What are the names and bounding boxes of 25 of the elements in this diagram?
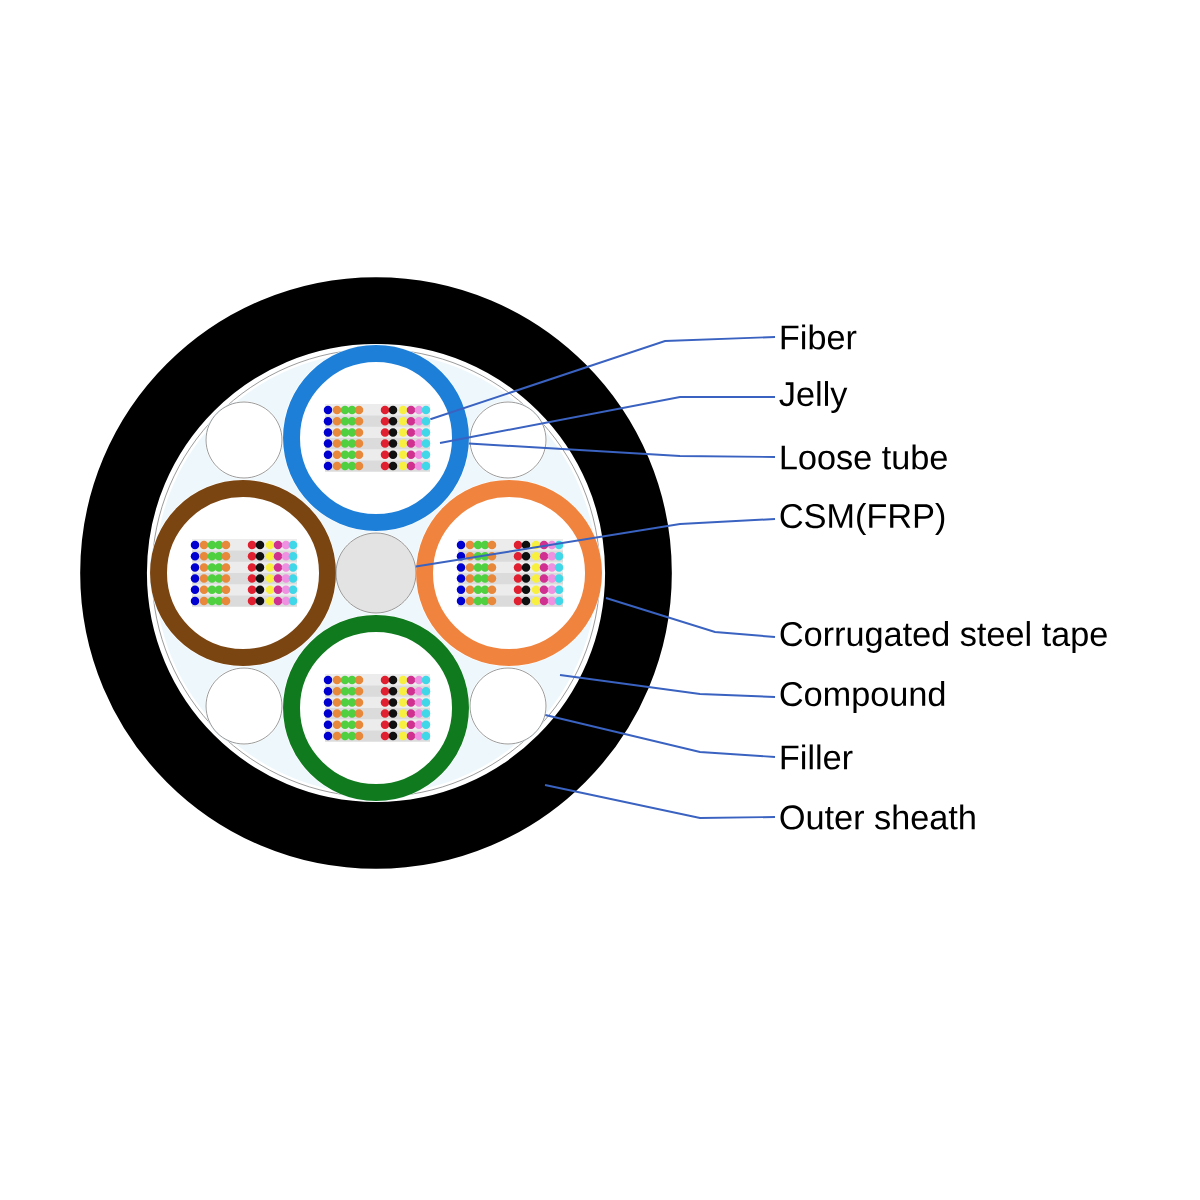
central-member — [335, 532, 417, 614]
callout-label: Compound — [780, 681, 945, 713]
leader-line — [605, 597, 776, 638]
fiber-bundle — [190, 539, 298, 607]
callout-label: Jelly — [779, 381, 848, 413]
callout-label: Filler — [781, 744, 853, 770]
leader-line — [467, 442, 776, 458]
leader-line — [544, 784, 776, 819]
callout-label: Outer sheath — [780, 804, 975, 830]
leader-line — [429, 336, 776, 421]
leader-line — [439, 396, 776, 444]
filler-circle — [469, 667, 547, 745]
leader-line — [544, 714, 776, 758]
filler-circle — [469, 401, 547, 479]
outer-sheath-ring — [80, 277, 672, 869]
callout-label: CSM(FRP) — [780, 503, 945, 535]
callout-label: Fiber — [781, 324, 857, 350]
fiber-bundle — [323, 404, 431, 472]
fiber-bundle — [323, 674, 431, 742]
filler-circle — [205, 667, 283, 745]
filler-circle — [205, 401, 283, 479]
callout-label: Loose tube — [781, 444, 947, 470]
callout-label: Corrugated steel tape — [780, 621, 1107, 653]
leader-line — [559, 674, 776, 698]
fiber-bundle — [456, 539, 564, 607]
